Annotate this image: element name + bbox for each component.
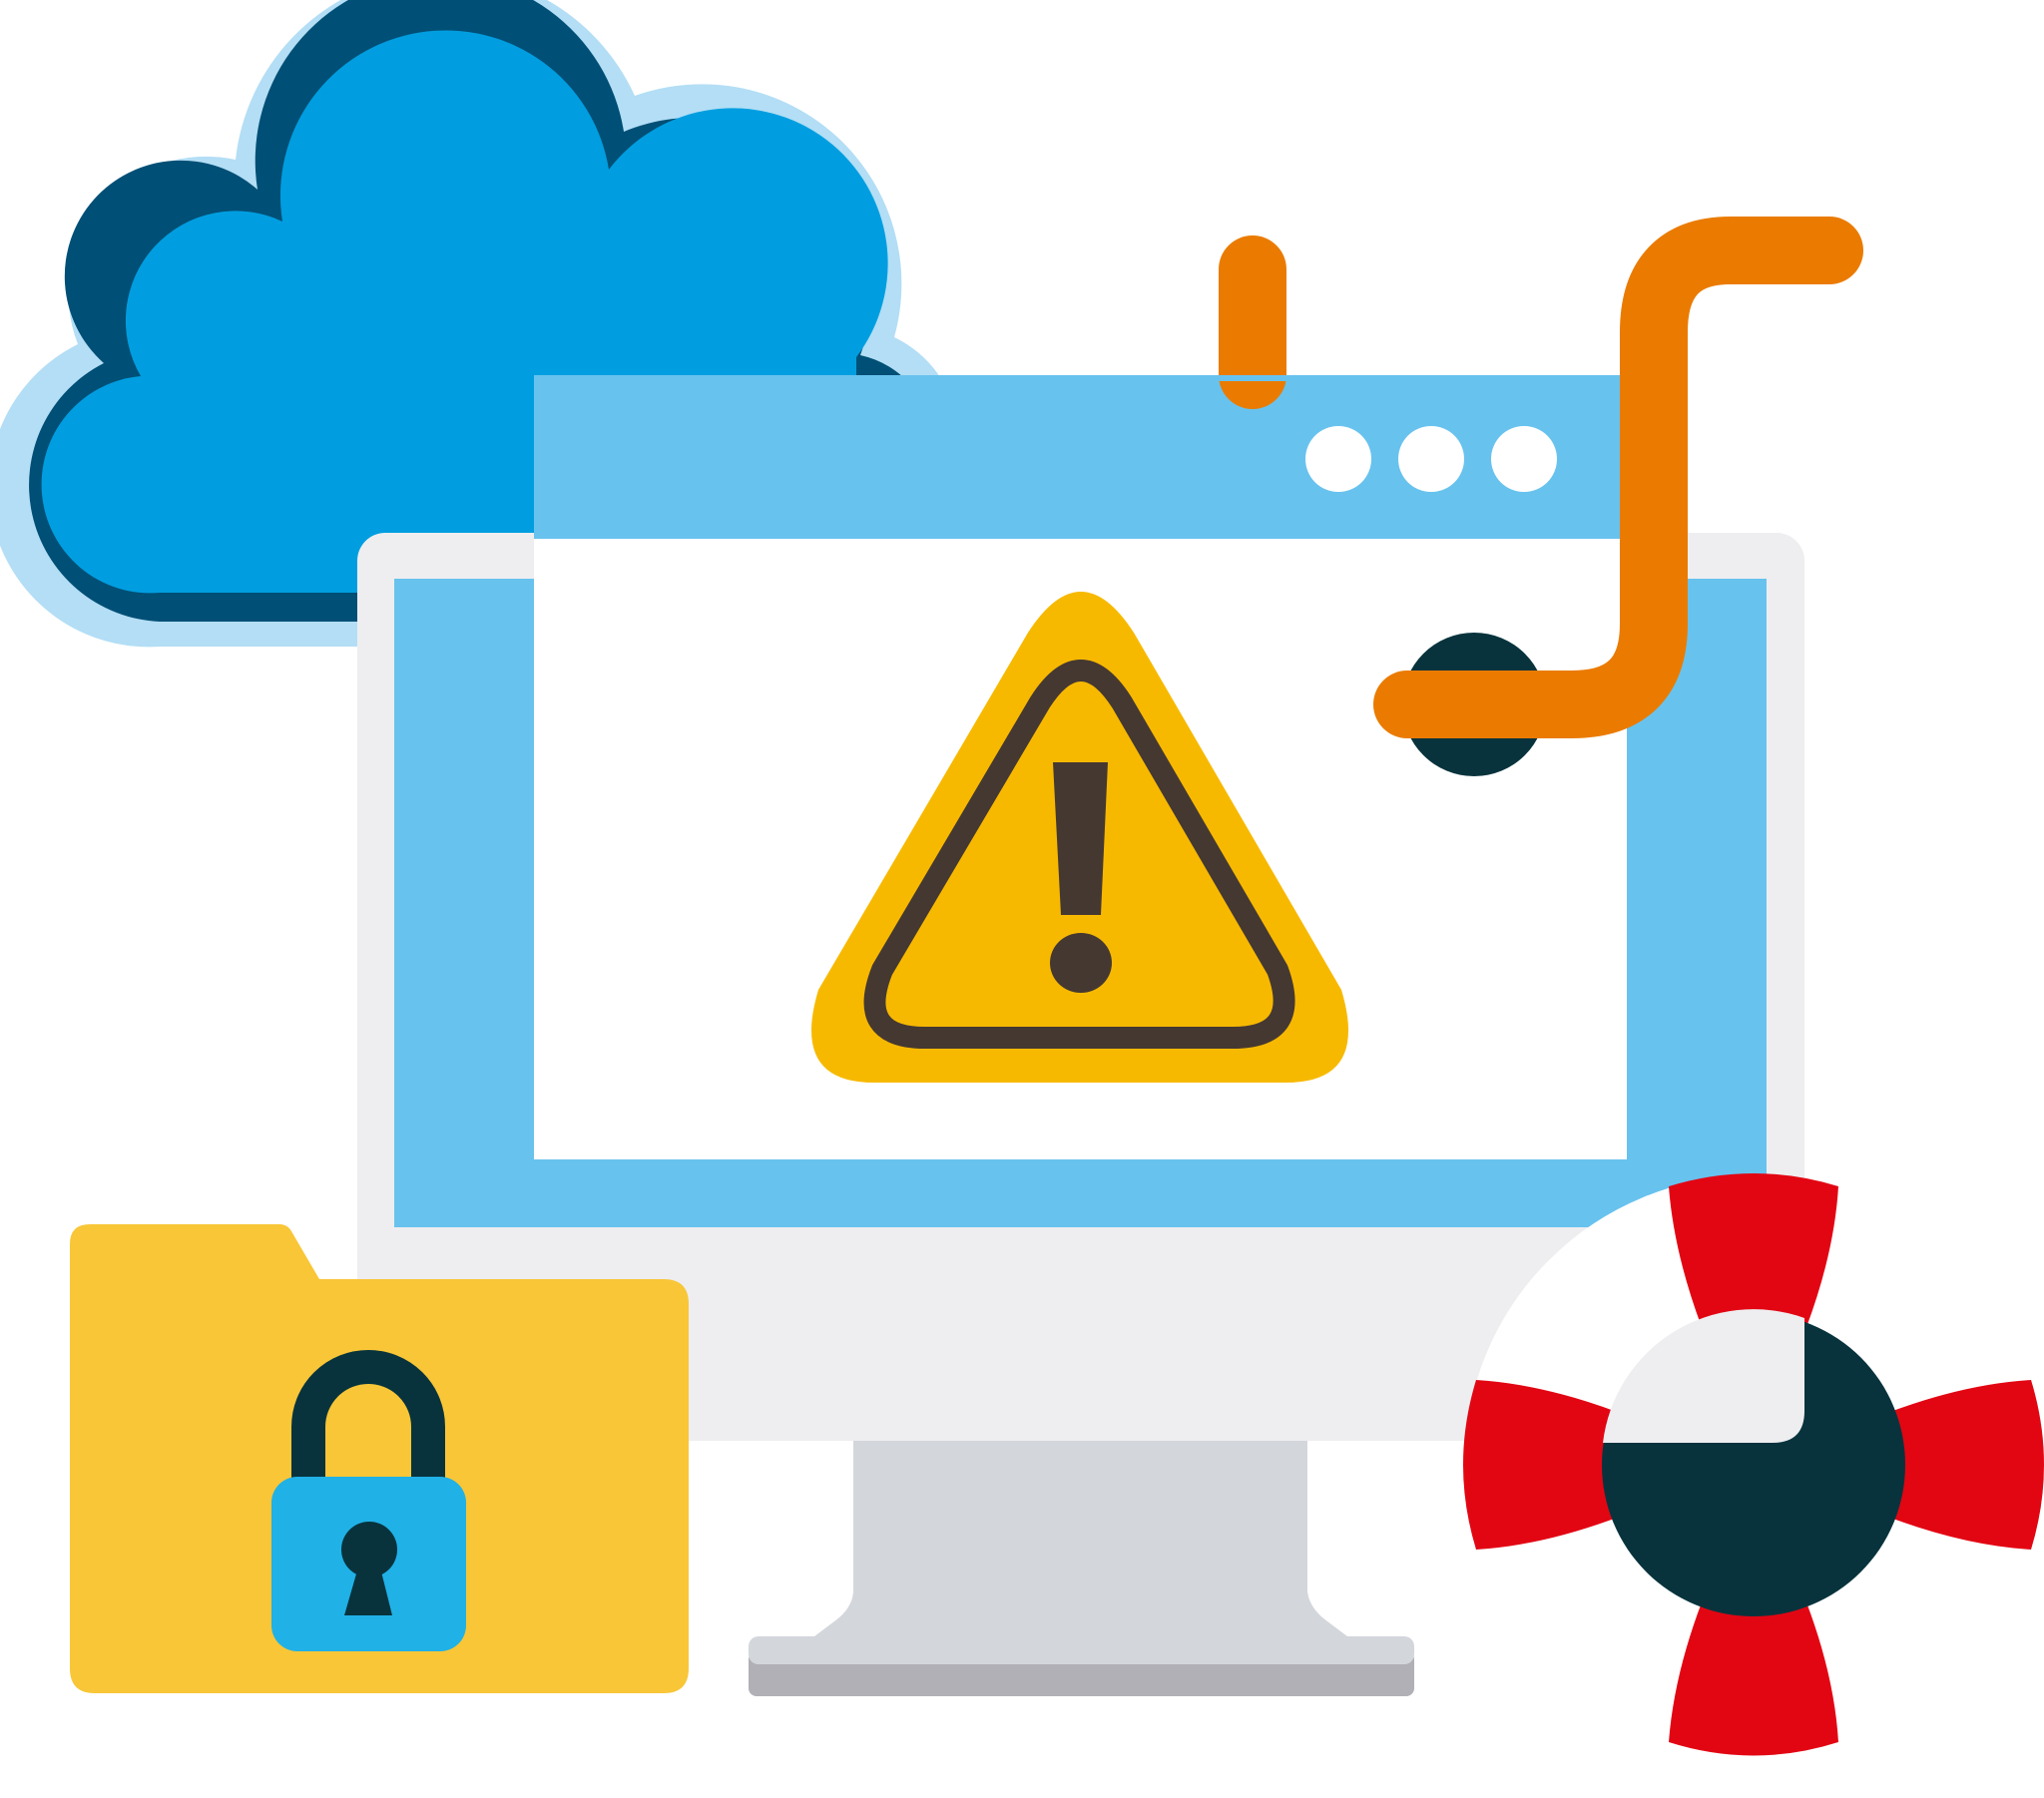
lifebuoy-icon <box>1463 1173 2044 1756</box>
locked-folder-icon <box>70 1224 689 1693</box>
window-dot-1 <box>1305 426 1371 492</box>
keyhole-circle <box>341 1522 397 1577</box>
lifebuoy-center-highlight <box>1603 1309 1804 1443</box>
warning-triangle-icon <box>811 592 1348 1083</box>
exclamation-bar <box>1053 762 1108 915</box>
exclamation-dot <box>1050 933 1112 993</box>
keyhole-slot <box>344 1564 392 1615</box>
lifebuoy-segment-top <box>1669 1173 1838 1327</box>
monitor-stand <box>751 1437 1411 1684</box>
cable-main <box>1373 217 1863 738</box>
window-dot-2 <box>1398 426 1464 492</box>
folder-body <box>70 1224 689 1693</box>
lifebuoy-segment-left <box>1463 1380 1617 1550</box>
cable-icon <box>1216 217 1863 776</box>
padlock-icon <box>271 1350 466 1651</box>
monitor-base <box>749 1636 1414 1664</box>
warning-triangle-inner-outline <box>863 660 1295 1049</box>
padlock-shackle <box>291 1350 445 1497</box>
window-dot-3 <box>1491 426 1557 492</box>
cable-cover <box>1216 375 1289 381</box>
lifebuoy-segment-right <box>1890 1380 2044 1550</box>
lifebuoy-segment-bottom <box>1669 1602 1838 1756</box>
exclamation-icon <box>1050 762 1112 993</box>
